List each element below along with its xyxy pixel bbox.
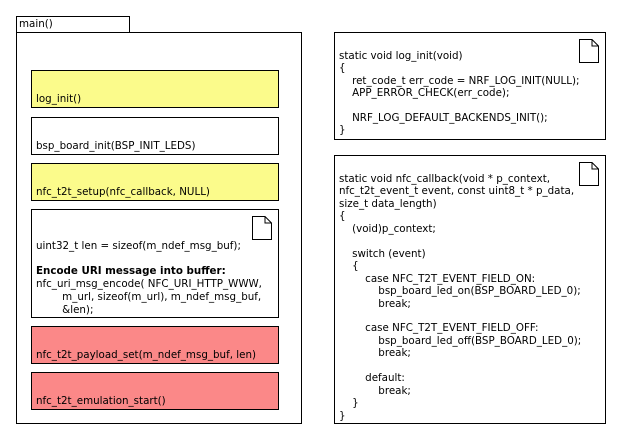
code-line: static void nfc_callback(void * p_contex… (339, 173, 551, 185)
code-line: } (339, 124, 346, 137)
code-line: break; (339, 347, 411, 360)
call-label: nfc_t2t_emulation_start() (36, 395, 166, 407)
code-line: (void)p_context; (339, 222, 436, 235)
frame-tab: main() (16, 16, 130, 33)
code-line: { (339, 260, 359, 273)
call-box-nfc-t2t-payload-set: nfc_t2t_payload_set(m_ndef_msg_buf, len) (31, 326, 279, 364)
frame-title: main() (19, 18, 53, 30)
code-line: nfc_t2t_event_t event, const uint8_t * p… (339, 185, 575, 198)
code-line: bsp_board_led_off(BSP_BOARD_LED_0); (339, 334, 582, 347)
encode-line: &len); (36, 304, 94, 316)
code-line: size_t data_length) (339, 197, 437, 210)
code-line: default: (339, 372, 405, 385)
encode-line: uint32_t len = sizeof(m_ndef_msg_buf); (36, 240, 241, 252)
call-label: nfc_t2t_payload_set(m_ndef_msg_buf, len) (36, 349, 256, 361)
code-line: NRF_LOG_DEFAULT_BACKENDS_INIT(); (339, 112, 548, 124)
call-label: nfc_t2t_setup(nfc_callback, NULL) (36, 186, 210, 198)
note-icon (252, 216, 272, 240)
call-box-bsp-board-init: bsp_board_init(BSP_INIT_LEDS) (31, 117, 279, 155)
code-line: case NFC_T2T_EVENT_FIELD_OFF: (339, 322, 539, 335)
encode-heading: Encode URI message into buffer: (36, 265, 226, 277)
nfc-callback-note: static void nfc_callback(void * p_contex… (334, 155, 606, 424)
note-icon (579, 39, 599, 63)
code-line: switch (event) (339, 247, 426, 260)
call-box-nfc-t2t-setup: nfc_t2t_setup(nfc_callback, NULL) (31, 163, 279, 201)
code-line: static void log_init(void) (339, 50, 463, 62)
log-init-note: static void log_init(void){ ret_code_t e… (334, 32, 606, 140)
call-box-log-init: log_init() (31, 70, 279, 108)
call-box-nfc-t2t-emulation-start: nfc_t2t_emulation_start() (31, 372, 279, 410)
code-line: bsp_board_led_on(BSP_BOARD_LED_0); (339, 285, 581, 298)
note-icon (579, 162, 599, 186)
encode-line: m_url, sizeof(m_url), m_ndef_msg_buf, (36, 291, 262, 303)
code-line: break; (339, 297, 411, 310)
code-line: case NFC_T2T_EVENT_FIELD_ON: (339, 272, 536, 285)
call-label: bsp_board_init(BSP_INIT_LEDS) (36, 140, 196, 152)
code-line: } (339, 397, 359, 410)
code-line: { (339, 210, 346, 223)
encode-line: nfc_uri_msg_encode( NFC_URI_HTTP_WWW, (36, 278, 262, 290)
main-frame (16, 32, 302, 424)
code-line: } (339, 409, 346, 422)
code-line: ret_code_t err_code = NRF_LOG_INIT(NULL)… (339, 74, 580, 87)
code-line: APP_ERROR_CHECK(err_code); (339, 87, 510, 100)
encode-note: uint32_t len = sizeof(m_ndef_msg_buf); E… (31, 209, 279, 318)
call-label: log_init() (36, 93, 82, 105)
code-line: { (339, 62, 346, 75)
code-line: break; (339, 384, 411, 397)
